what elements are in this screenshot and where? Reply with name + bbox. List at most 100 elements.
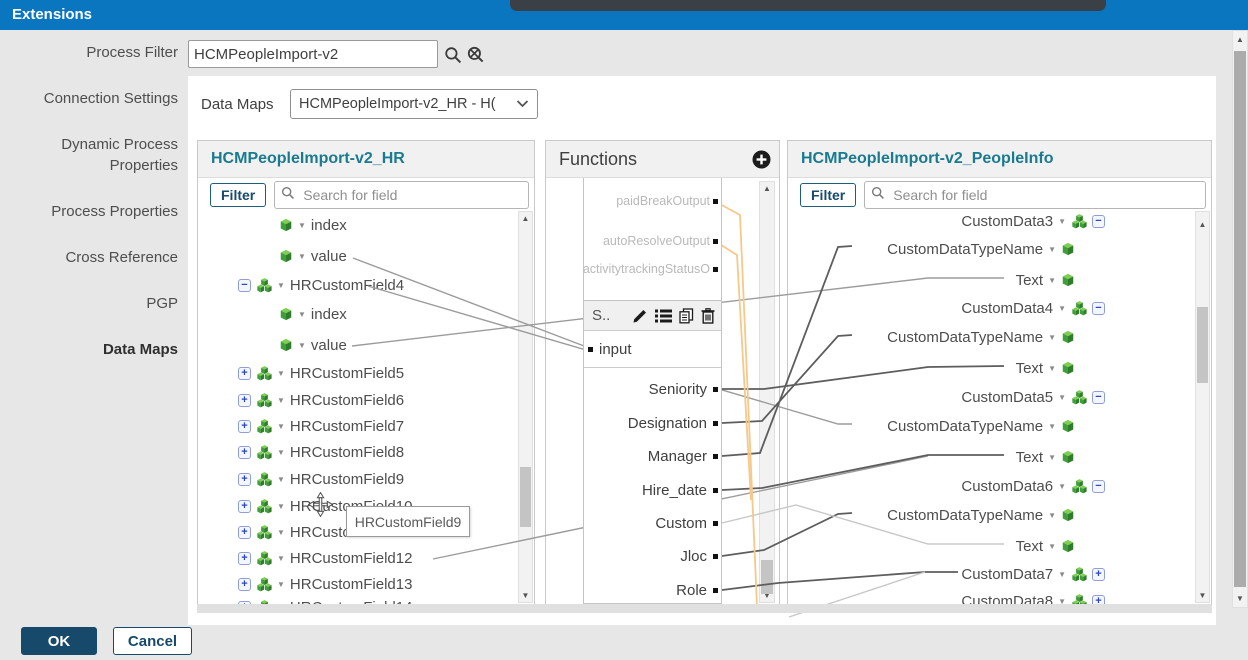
target-field-row[interactable]: CustomData7▼+ xyxy=(961,560,1105,588)
cancel-button[interactable]: Cancel xyxy=(113,627,192,655)
source-field-row[interactable]: +▼HRCustomField5 xyxy=(238,359,404,387)
field-caret-icon[interactable]: ▼ xyxy=(1048,452,1056,462)
field-caret-icon[interactable]: ▼ xyxy=(277,527,285,537)
collapse-icon[interactable]: − xyxy=(1092,214,1105,228)
expand-icon[interactable]: + xyxy=(238,366,251,380)
search-icon[interactable] xyxy=(444,46,462,69)
scroll-up-icon[interactable]: ▲ xyxy=(1198,220,1207,229)
sidebar-item-cross-reference[interactable]: Cross Reference xyxy=(65,249,178,266)
sidebar-item-data-maps[interactable]: Data Maps xyxy=(102,341,178,358)
collapse-icon[interactable]: − xyxy=(1092,301,1105,315)
target-search-input[interactable] xyxy=(891,186,1199,204)
field-caret-icon[interactable]: ▼ xyxy=(1048,275,1056,285)
field-caret-icon[interactable]: ▼ xyxy=(1048,363,1056,373)
target-filter-button[interactable]: Filter xyxy=(800,183,857,207)
connector-square[interactable] xyxy=(713,266,718,272)
source-search-input[interactable] xyxy=(301,186,522,204)
field-caret-icon[interactable]: ▼ xyxy=(277,474,285,484)
connector-square[interactable] xyxy=(588,346,593,352)
function-output[interactable]: Hire_date xyxy=(642,477,718,503)
sidebar-item-process-properties[interactable]: Process Properties xyxy=(51,203,178,220)
function-output[interactable]: paidBreakOutput xyxy=(616,191,718,211)
add-function-icon[interactable] xyxy=(752,150,771,169)
scrollbar-thumb[interactable] xyxy=(1234,51,1246,587)
field-caret-icon[interactable]: ▼ xyxy=(277,447,285,457)
expand-icon[interactable]: + xyxy=(238,577,251,591)
delete-icon[interactable] xyxy=(701,307,715,324)
scroll-down-icon[interactable]: ▼ xyxy=(521,591,530,600)
function-input-row[interactable]: input xyxy=(584,331,721,368)
sidebar-item-dynamic-process-properties[interactable]: Dynamic Process Properties xyxy=(61,136,178,174)
connector-square[interactable] xyxy=(713,386,718,392)
expand-icon[interactable]: + xyxy=(238,525,251,539)
field-caret-icon[interactable]: ▼ xyxy=(1058,303,1066,313)
field-caret-icon[interactable]: ▼ xyxy=(1058,481,1066,491)
field-caret-icon[interactable]: ▼ xyxy=(277,368,285,378)
expand-icon[interactable]: + xyxy=(238,551,251,565)
expand-icon[interactable]: + xyxy=(238,419,251,433)
target-field-row[interactable]: Text▼ xyxy=(1016,443,1075,471)
field-caret-icon[interactable]: ▼ xyxy=(298,309,306,319)
collapse-icon[interactable]: − xyxy=(1092,390,1105,404)
scrollbar-thumb[interactable] xyxy=(761,560,773,594)
connector-square[interactable] xyxy=(713,553,718,559)
process-filter-input[interactable] xyxy=(188,40,438,68)
field-caret-icon[interactable]: ▼ xyxy=(277,579,285,589)
function-output[interactable]: Role xyxy=(676,577,718,603)
field-caret-icon[interactable]: ▼ xyxy=(277,603,285,605)
field-caret-icon[interactable]: ▼ xyxy=(1048,510,1056,520)
connector-square[interactable] xyxy=(713,587,718,593)
target-search-box[interactable] xyxy=(864,181,1206,209)
target-field-row[interactable]: Text▼ xyxy=(1016,354,1075,382)
field-caret-icon[interactable]: ▼ xyxy=(1048,332,1056,342)
target-field-row[interactable]: CustomData4▼− xyxy=(961,294,1105,322)
source-filter-button[interactable]: Filter xyxy=(210,183,267,207)
source-field-row[interactable]: ▼value xyxy=(279,242,347,270)
source-field-row[interactable]: +▼HRCustomField8 xyxy=(238,438,404,466)
expand-icon[interactable]: + xyxy=(238,499,251,513)
source-field-row[interactable]: ▼value xyxy=(279,331,347,359)
connector-square[interactable] xyxy=(713,520,718,526)
clear-search-icon[interactable] xyxy=(466,45,485,69)
field-caret-icon[interactable]: ▼ xyxy=(1048,244,1056,254)
source-panel-scrollbar[interactable]: ▲ ▼ xyxy=(518,211,533,603)
source-field-row[interactable]: +▼HRCustomField7 xyxy=(238,412,404,440)
connector-square[interactable] xyxy=(713,453,718,459)
connector-square[interactable] xyxy=(713,420,718,426)
scroll-up-icon[interactable]: ▲ xyxy=(763,184,771,193)
field-caret-icon[interactable]: ▼ xyxy=(1058,596,1066,605)
field-caret-icon[interactable]: ▼ xyxy=(298,251,306,261)
expand-icon[interactable]: + xyxy=(238,472,251,486)
scroll-down-icon[interactable]: ▼ xyxy=(763,591,771,600)
data-maps-dropdown[interactable]: HCMPeopleImport-v2_HR - H( xyxy=(290,89,538,119)
source-field-row[interactable]: +▼HRCustomField13 xyxy=(238,570,412,598)
connector-square[interactable] xyxy=(713,487,718,493)
target-field-row[interactable]: CustomData8▼+ xyxy=(961,587,1105,604)
scroll-up-icon[interactable]: ▲ xyxy=(521,214,530,223)
field-caret-icon[interactable]: ▼ xyxy=(277,553,285,563)
function-output[interactable]: Jloc xyxy=(680,543,718,569)
scroll-down-icon[interactable]: ▼ xyxy=(1198,591,1207,600)
source-field-row[interactable]: +▼HRCustomField12 xyxy=(238,544,412,572)
scroll-up-icon[interactable]: ▲ xyxy=(1236,35,1244,44)
expand-icon[interactable]: + xyxy=(238,600,251,604)
source-search-box[interactable] xyxy=(274,181,529,209)
field-caret-icon[interactable]: ▼ xyxy=(277,395,285,405)
target-field-row[interactable]: CustomDataTypeName▼ xyxy=(887,323,1075,351)
expand-icon[interactable]: + xyxy=(1092,567,1105,581)
function-output[interactable]: Designation xyxy=(628,410,718,436)
target-field-row[interactable]: Text▼ xyxy=(1016,532,1075,560)
source-field-row[interactable]: ▼index xyxy=(279,300,347,328)
sidebar-item-connection-settings[interactable]: Connection Settings xyxy=(43,90,178,107)
source-field-row[interactable]: +▼HRCustomField14 xyxy=(238,593,412,604)
collapse-icon[interactable]: − xyxy=(1092,479,1105,493)
list-icon[interactable] xyxy=(655,309,672,323)
field-caret-icon[interactable]: ▼ xyxy=(277,501,285,511)
function-output[interactable]: autoResolveOutput xyxy=(603,231,718,251)
target-field-row[interactable]: CustomDataTypeName▼ xyxy=(887,235,1075,263)
source-field-row[interactable]: +▼HRCustomField9 xyxy=(238,465,404,493)
source-field-row[interactable]: +▼HRCustomField6 xyxy=(238,386,404,414)
field-caret-icon[interactable]: ▼ xyxy=(1048,421,1056,431)
expand-icon[interactable]: + xyxy=(1092,594,1105,604)
